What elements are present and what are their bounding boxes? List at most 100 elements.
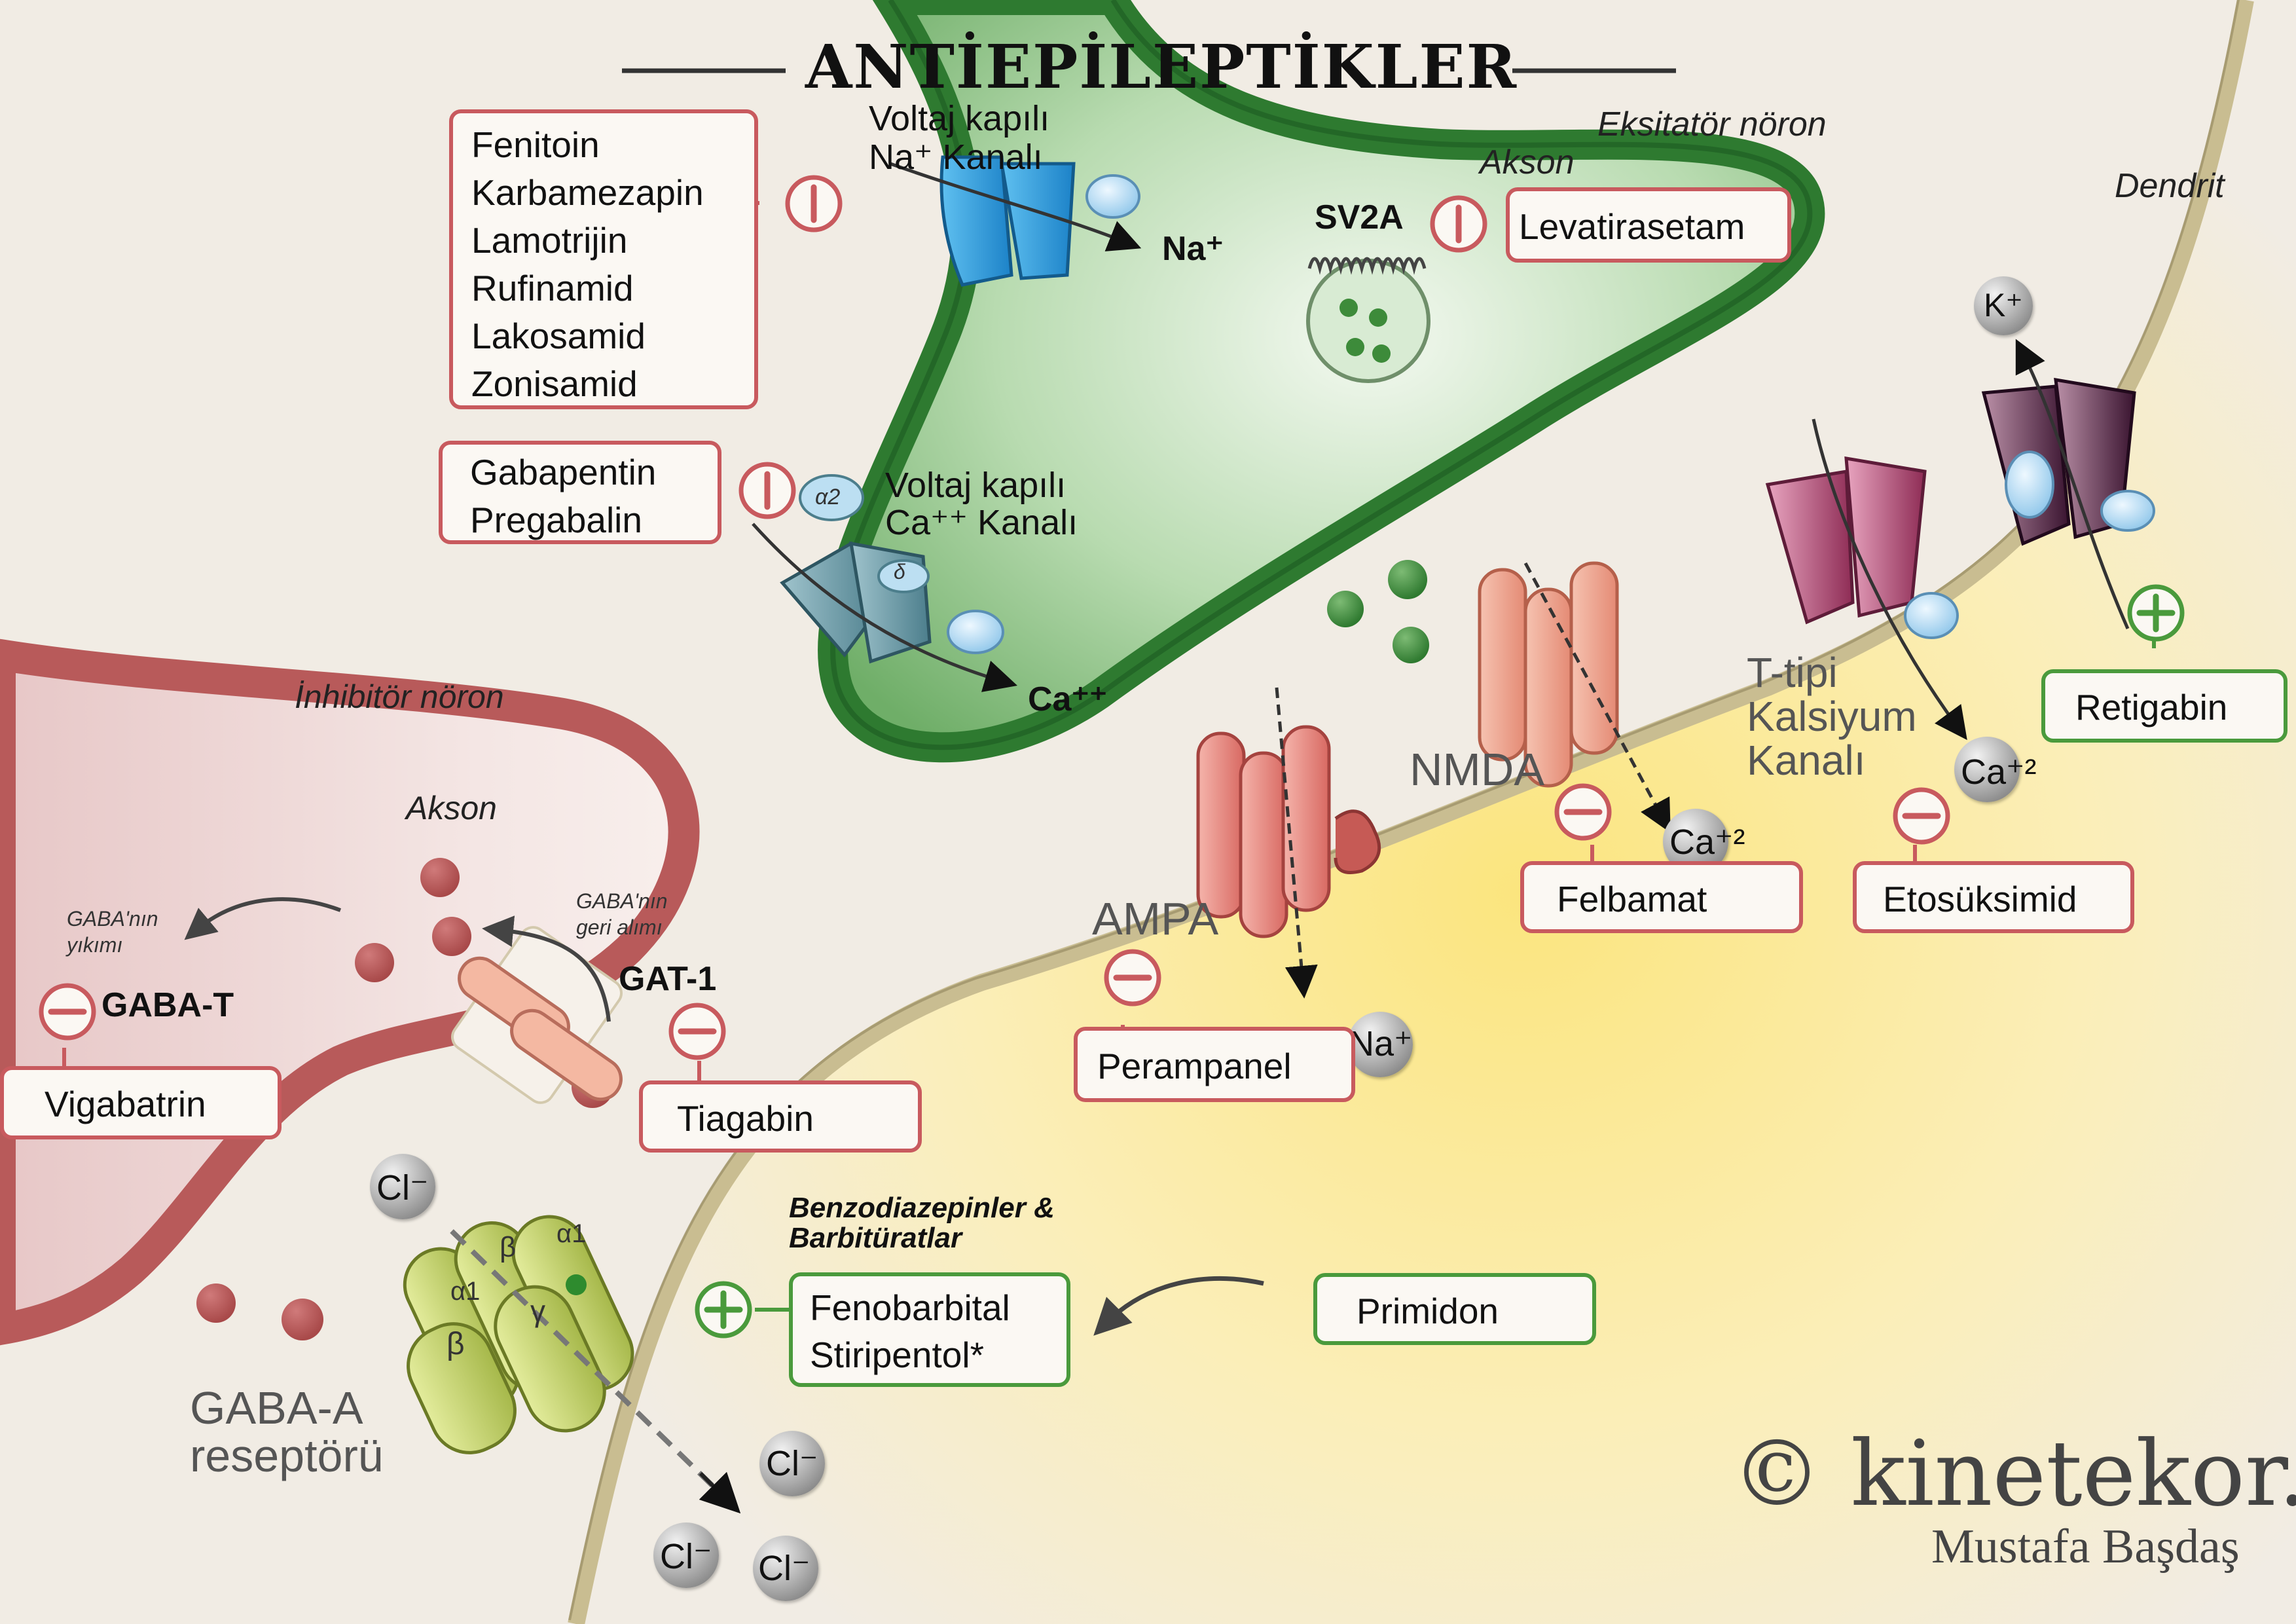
drug-name: Felbamat	[1557, 879, 1707, 919]
enhance-badge-retigabin	[2127, 584, 2185, 642]
glutamate-vesicle	[1327, 560, 1429, 663]
t-type-calcium-channel	[1765, 418, 1967, 741]
ca-blocker-drug-box: Gabapentin Pregabalin	[439, 441, 721, 544]
drug-name: Tiagabin	[677, 1098, 814, 1139]
cl-ion	[370, 1154, 435, 1219]
ca-channel-label-line2: Ca⁺⁺ Kanalı	[885, 503, 1078, 542]
inhibit-badge-ampa	[1104, 949, 1161, 1006]
cl-ion-label: Cl⁻	[376, 1168, 429, 1208]
na-blocker-drug-box: Fenitoin Karbamezapin Lamotrijin Rufinam…	[449, 109, 758, 409]
drug-name: Fenitoin	[471, 124, 600, 165]
gaba-a-label-line1: GABA-A	[190, 1382, 363, 1433]
cl-ion-label: Cl⁻	[766, 1444, 818, 1483]
t-type-label-line1: T-tipi	[1747, 649, 1838, 696]
enhance-badge-gaba-a	[695, 1281, 752, 1338]
na-ion-ampa-label: Na⁺	[1349, 1024, 1413, 1063]
drug-name: Rufinamid	[471, 268, 634, 308]
nmda-receptor	[1478, 561, 1671, 834]
inhibit-badge-ca	[738, 462, 796, 519]
author-credit: Mustafa Başdaş	[1931, 1520, 2240, 1574]
k-opener-drug-box: Retigabin	[2041, 669, 2287, 743]
gaba-a-label-line2: reseptörü	[190, 1430, 384, 1481]
cl-ion-label: Cl⁻	[660, 1537, 712, 1576]
sv2a-vesicle	[1306, 257, 1430, 383]
cl-ion-label: Cl⁻	[758, 1549, 811, 1588]
gaba-a-receptor	[403, 1215, 741, 1514]
gaba-reuptake-note-line1: GABA'nın	[576, 889, 668, 913]
inhibit-badge-gaba-t	[39, 983, 96, 1041]
gaba-t-drug-box: Vigabatrin	[0, 1066, 282, 1139]
gaba-a-subunit-beta-top: β	[500, 1231, 517, 1263]
voltage-gated-ca-channel	[752, 474, 1017, 692]
drug-name: Karbamezapin	[471, 172, 704, 213]
drug-name: Zonisamid	[471, 363, 638, 404]
gaba-breakdown-note-line1: GABA'nın	[67, 907, 158, 931]
ca-alpha2-subunit-label: α2	[815, 485, 841, 509]
cl-ion	[753, 1536, 818, 1601]
ca-delta-subunit-label: δ	[894, 560, 905, 583]
gaba-t-label: GABA-T	[101, 986, 234, 1024]
inhibitory-axon-label: Akson	[406, 790, 497, 826]
na-ion-ampa	[1347, 1012, 1413, 1077]
ca-ion-label-top: Ca⁺⁺	[1028, 680, 1108, 718]
inhibitory-neuron-label: İnhibitör nöron	[295, 678, 504, 715]
drug-name: Perampanel	[1097, 1046, 1292, 1086]
page-title: ANTİEPİLEPTİKLER	[805, 31, 1518, 102]
drug-name: Lakosamid	[471, 316, 646, 356]
drug-name: Pregabalin	[470, 500, 642, 540]
brand-logo: © kinetekor.	[1732, 1421, 2296, 1526]
drug-name: Retigabin	[2075, 687, 2228, 728]
inhibit-badge-nmda	[1554, 783, 1612, 841]
cl-ion	[759, 1431, 825, 1496]
excitatory-axon-label: Akson	[1480, 143, 1575, 181]
sv2a-label: SV2A	[1315, 198, 1404, 236]
na-channel-label-line2: Na⁺ Kanalı	[869, 138, 1043, 177]
ca-channel-label-line1: Voltaj kapılı	[885, 466, 1066, 505]
nmda-drug-box: Felbamat	[1520, 861, 1803, 933]
inhibit-badge-gat1	[668, 1003, 726, 1060]
inhibit-badge-na	[785, 175, 843, 232]
t-type-label-line3: Kanalı	[1747, 737, 1866, 784]
inhibit-badge-sv2a	[1430, 195, 1487, 253]
gaba-a-drug-box: Fenobarbital Stiripentol*	[789, 1272, 1070, 1387]
excitatory-neuron-label: Eksitatör nöron	[1597, 105, 1827, 143]
ca-ion-t-type-label: Ca⁺²	[1961, 752, 2037, 792]
drug-name: Vigabatrin	[45, 1084, 206, 1124]
gaba-reuptake-note-line2: geri alımı	[576, 915, 663, 939]
drug-name: Stiripentol*	[810, 1335, 984, 1375]
t-type-drug-box: Etosüksimid	[1853, 861, 2134, 933]
prodrug-box: Primidon	[1313, 1273, 1596, 1345]
drug-name: Gabapentin	[470, 452, 657, 492]
voltage-gated-na-channel	[890, 155, 1142, 287]
gat1-drug-box: Tiagabin	[639, 1080, 922, 1153]
potassium-channel	[1981, 339, 2156, 648]
ampa-receptor	[1196, 687, 1381, 999]
dendrite-label: Dendrit	[2115, 167, 2225, 205]
k-ion	[1974, 276, 2033, 335]
k-ion-label: K⁺	[1984, 287, 2023, 323]
primidon-conversion-arrow	[1093, 1276, 1264, 1336]
postsynaptic-dendrite-region	[576, 0, 2296, 1624]
gaba-a-subunit-beta-bottom: β	[446, 1327, 465, 1361]
inhibit-badge-t-type	[1893, 787, 1950, 845]
drug-name: Fenobarbital	[810, 1287, 1010, 1328]
gat1-transporter	[451, 915, 623, 1104]
drug-name: Levatirasetam	[1519, 206, 1745, 247]
nmda-label: NMDA	[1410, 744, 1545, 795]
drug-name: Lamotrijin	[471, 220, 628, 261]
gaba-a-subunit-alpha1-top: α1	[556, 1219, 587, 1248]
drug-name: Primidon	[1357, 1291, 1499, 1331]
sv2a-drug-box: Levatirasetam	[1506, 187, 1791, 263]
t-type-label-line2: Kalsiyum	[1747, 693, 1917, 740]
gaba-breakdown-note-line2: yıkımı	[67, 933, 123, 957]
gaba-a-subunit-alpha1-left: α1	[450, 1277, 481, 1306]
cl-ion	[653, 1522, 719, 1588]
na-channel-label-line1: Voltaj kapılı	[869, 99, 1050, 138]
na-ion-label-top: Na⁺	[1162, 230, 1224, 268]
ca-ion-nmda-label: Ca⁺²	[1669, 822, 1745, 862]
ca-ion-t-type	[1954, 737, 2020, 802]
benzodiazepines-note-line1: Benzodiazepinler &	[789, 1192, 1055, 1224]
gaba-breakdown-arrow	[184, 897, 342, 940]
